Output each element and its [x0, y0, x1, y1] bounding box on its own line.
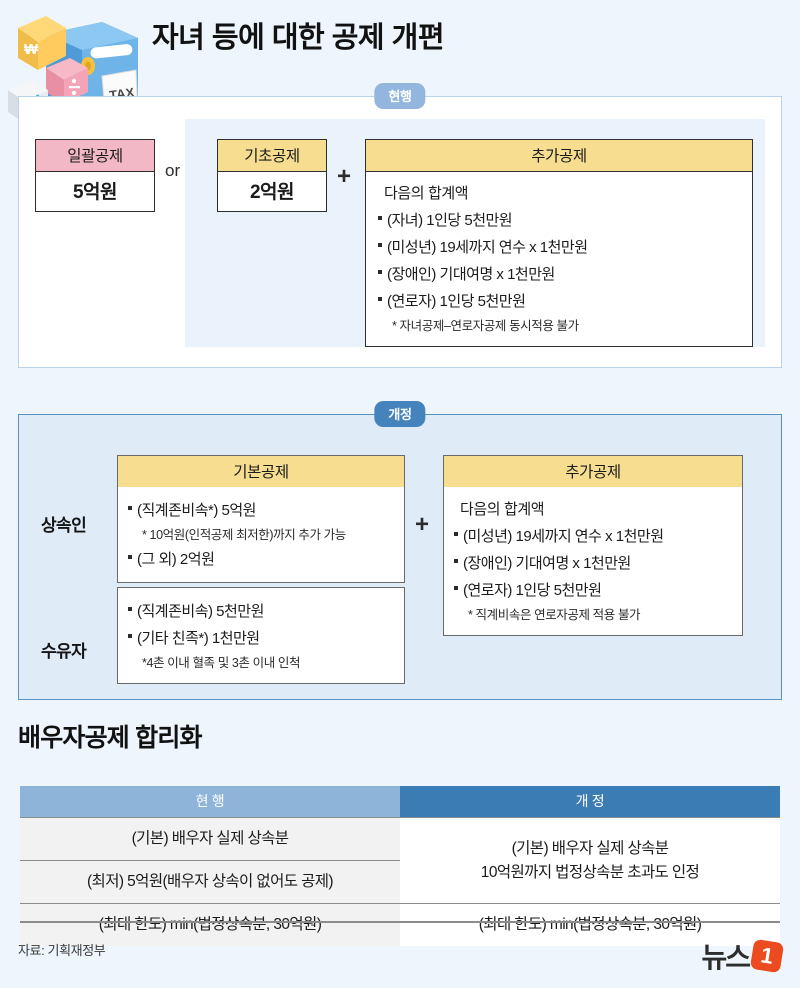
- list-item: (연로자) 1인당 5천만원: [454, 576, 734, 603]
- or-operator: or: [165, 161, 181, 180]
- list-item: (자녀) 1인당 5천만원: [378, 206, 742, 233]
- page-header: TAX ₩ 자녀 등에 대한 공제 개편: [0, 0, 800, 126]
- current-inner-panel: 기초공제 2억원 + 추가공제 다음의 합계액 (자녀) 1인당 5천만원 (미…: [185, 119, 765, 347]
- list-item: (미성년) 19세까지 연수 x 1천만원: [454, 522, 734, 549]
- list-item: (그 외) 2억원: [128, 545, 396, 572]
- list-item: (연로자) 1인당 5천만원: [378, 287, 742, 314]
- list-item: (장애인) 기대여명 x 1천만원: [378, 260, 742, 287]
- table-head: 현 행 개 정: [20, 786, 780, 818]
- cell-current-basic: (기본) 배우자 실제 상속분: [20, 816, 400, 861]
- lumpsum-deduction-value: 5억원: [72, 182, 118, 203]
- plus-operator-current: +: [337, 163, 352, 190]
- revised-extra-deduction-box: 추가공제 다음의 합계액 (미성년) 19세까지 연수 x 1천만원 (장애인)…: [443, 455, 743, 636]
- bullet-dot-icon: [378, 297, 382, 301]
- table-bottom-rule: [20, 921, 780, 923]
- row-label-heir: 상속인: [41, 516, 87, 535]
- cell-revised-basic-line2: 10억원까지 법정상속분 초과도 인정: [480, 863, 700, 881]
- table-row: (기본) 배우자 실제 상속분 (기본) 배우자 실제 상속분 10억원까지 법…: [20, 816, 780, 904]
- revised-scheme-section: 개정 상속인 수유자 기본공제 (직계존비속*) 5억원 * 10억원(인적공제…: [18, 401, 782, 700]
- list-item: (기타 친족*) 1천만원: [128, 624, 396, 651]
- column-header-current: 현 행: [20, 786, 400, 818]
- section-badge-current: 현행: [374, 83, 426, 109]
- revised-basic-heir-note: * 10억원(인적공제 최저한)까지 추가 가능: [142, 528, 346, 542]
- bullet-dot-icon: [378, 243, 382, 247]
- row-label-beneficiary: 수유자: [41, 642, 87, 661]
- extra-deduction-lead: 다음의 합계액: [384, 185, 469, 202]
- logo-number-mark: 1: [749, 938, 785, 974]
- extra-deduction-note: * 자녀공제–연로자공제 동시적용 불가: [392, 319, 579, 333]
- plus-operator-revised: +: [415, 511, 430, 538]
- lumpsum-deduction-box: 일괄공제 5억원: [35, 139, 155, 212]
- revised-extra-note: * 직계비속은 연로자공제 적용 불가: [468, 608, 641, 622]
- section-badge-revised: 개정: [374, 401, 426, 427]
- list-item: (미성년) 19세까지 연수 x 1천만원: [378, 233, 742, 260]
- revised-extra-deduction-label: 추가공제: [444, 456, 742, 487]
- extra-deduction-box: 추가공제 다음의 합계액 (자녀) 1인당 5천만원 (미성년) 19세까지 연…: [365, 139, 753, 347]
- current-scheme-section: 현행 기초공제 2억원 + 추가공제 다음의 합계액 (자녀) 1인당 5천만원…: [18, 83, 782, 368]
- cell-revised-maximum: (최대 한도) min(법정상속분, 30억원): [400, 903, 780, 947]
- list-item: (직계존비속) 5천만원: [128, 597, 396, 624]
- bullet-dot-icon: [378, 270, 382, 274]
- revised-basic-heir-body: (직계존비속*) 5억원 * 10억원(인적공제 최저한)까지 추가 가능 (그…: [118, 487, 404, 582]
- basic-deduction-box: 기초공제 2억원: [217, 139, 327, 212]
- cell-revised-basic-line1: (기본) 배우자 실제 상속분: [511, 839, 669, 857]
- revised-beneficiary-body: (직계존비속) 5천만원 (기타 친족*) 1천만원 *4촌 이내 혈족 및 3…: [118, 588, 404, 683]
- revised-basic-deduction-box: 기본공제 (직계존비속*) 5억원 * 10억원(인적공제 최저한)까지 추가 …: [117, 455, 405, 583]
- logo-wordmark: 뉴스: [701, 942, 751, 973]
- revised-beneficiary-box: (직계존비속) 5천만원 (기타 친족*) 1천만원 *4촌 이내 혈족 및 3…: [117, 587, 405, 684]
- bullet-dot-icon: [454, 586, 458, 590]
- source-credit: 자료: 기획재정부: [18, 943, 106, 958]
- spouse-section-title: 배우자공제 합리화: [18, 724, 203, 752]
- extra-deduction-body: 다음의 합계액 (자녀) 1인당 5천만원 (미성년) 19세까지 연수 x 1…: [366, 172, 752, 346]
- table-body: (기본) 배우자 실제 상속분 (기본) 배우자 실제 상속분 10억원까지 법…: [20, 816, 780, 947]
- spouse-deduction-table: 현 행 개 정 (기본) 배우자 실제 상속분 (기본) 배우자 실제 상속분 …: [20, 786, 780, 947]
- bullet-dot-icon: [454, 532, 458, 536]
- list-item: (직계존비속*) 5억원: [128, 496, 396, 523]
- bullet-dot-icon: [128, 634, 132, 638]
- bullet-dot-icon: [454, 559, 458, 563]
- svg-text:₩: ₩: [24, 41, 39, 58]
- revised-extra-deduction-body: 다음의 합계액 (미성년) 19세까지 연수 x 1천만원 (장애인) 기대여명…: [444, 487, 742, 635]
- column-header-revised: 개 정: [400, 786, 780, 818]
- revised-extra-lead: 다음의 합계액: [460, 501, 545, 518]
- revised-beneficiary-note: *4촌 이내 혈족 및 3촌 이내 인척: [142, 656, 301, 670]
- cell-revised-basic: (기본) 배우자 실제 상속분 10억원까지 법정상속분 초과도 인정: [400, 816, 780, 904]
- page-title: 자녀 등에 대한 공제 개편: [152, 22, 445, 54]
- extra-deduction-label: 추가공제: [366, 140, 752, 172]
- cell-current-minimum: (최저) 5억원(배우자 상속이 없어도 공제): [20, 860, 400, 904]
- lumpsum-deduction-label: 일괄공제: [36, 140, 154, 172]
- list-item: (장애인) 기대여명 x 1천만원: [454, 549, 734, 576]
- basic-deduction-label: 기초공제: [218, 140, 326, 172]
- revised-basic-deduction-label: 기본공제: [118, 456, 404, 487]
- basic-deduction-value: 2억원: [249, 182, 295, 203]
- news1-logo: 뉴스 1: [701, 936, 785, 976]
- bullet-dot-icon: [128, 607, 132, 611]
- bullet-dot-icon: [128, 506, 132, 510]
- cell-current-maximum: (최대 한도) min(법정상속분, 30억원): [20, 903, 400, 947]
- bullet-dot-icon: [128, 555, 132, 559]
- table-row: (최대 한도) min(법정상속분, 30억원) (최대 한도) min(법정상…: [20, 903, 780, 947]
- bullet-dot-icon: [378, 216, 382, 220]
- table-header-row: 현 행 개 정: [20, 786, 780, 818]
- table-row: (최저) 5억원(배우자 상속이 없어도 공제): [20, 860, 780, 904]
